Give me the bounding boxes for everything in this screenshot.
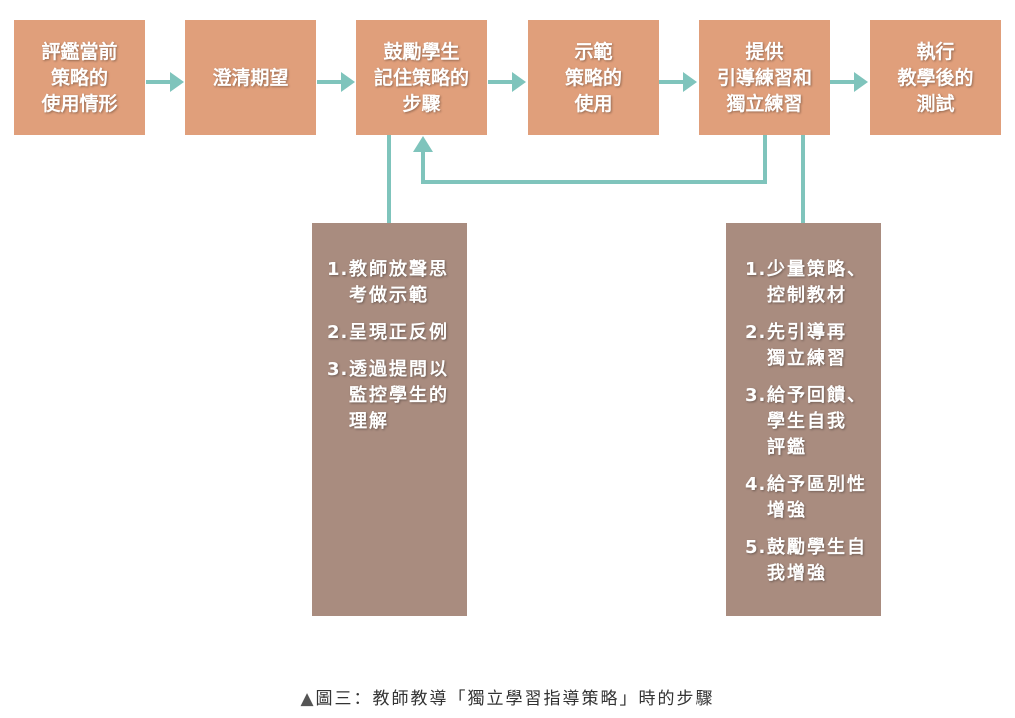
- step-box-5: 提供 引導練習和 獨立練習: [699, 20, 830, 135]
- panel-right-item: 1. 少量策略、 控制教材: [745, 257, 873, 309]
- feedback-loop-line: [421, 135, 767, 184]
- step-box-4: 示範 策略的 使用: [528, 20, 659, 135]
- detail-panel-modeling: 1. 教師放聲思 考做示範 2. 呈現正反例 3. 透過提問以 監控學生的 理解: [312, 223, 467, 616]
- panel-right-item: 3. 給予回饋、 學生自我 評鑑: [745, 383, 873, 461]
- item-number: 1.: [745, 259, 767, 280]
- item-number: 1.: [327, 259, 349, 280]
- item-text: 少量策略、 控制教材: [767, 259, 867, 306]
- item-number: 3.: [745, 385, 767, 406]
- feedback-arrowhead: [413, 136, 433, 152]
- item-number: 3.: [327, 359, 349, 380]
- item-text: 給予區別性 增強: [767, 474, 867, 521]
- item-number: 2.: [745, 322, 767, 343]
- panel-right-item: 4. 給予區別性 增強: [745, 472, 873, 524]
- arrowhead-1: [170, 72, 184, 92]
- panel-right-item: 2. 先引導再 獨立練習: [745, 320, 873, 372]
- caption-text: 圖三：教師教導「獨立學習指導策略」時的步驟: [315, 689, 715, 709]
- item-number: 4.: [745, 474, 767, 495]
- arrowhead-4: [683, 72, 697, 92]
- item-text: 給予回饋、 學生自我 評鑑: [767, 385, 867, 458]
- item-text: 鼓勵學生自 我增強: [767, 537, 867, 584]
- step-box-3: 鼓勵學生 記住策略的 步驟: [356, 20, 487, 135]
- item-text: 先引導再 獨立練習: [767, 322, 847, 369]
- detail-panel-practice: 1. 少量策略、 控制教材 2. 先引導再 獨立練習 3. 給予回饋、 學生自我…: [726, 223, 881, 616]
- figure-caption: ▲圖三：教師教導「獨立學習指導策略」時的步驟: [0, 684, 1015, 709]
- triangle-marker-icon: ▲: [300, 689, 316, 709]
- step-box-2: 澄清期望: [185, 20, 316, 135]
- step-box-6: 執行 教學後的 測試: [870, 20, 1001, 135]
- item-text: 透過提問以 監控學生的 理解: [349, 359, 449, 432]
- panel-left-item: 1. 教師放聲思 考做示範: [327, 257, 457, 309]
- panel-right-item: 5. 鼓勵學生自 我增強: [745, 535, 873, 587]
- arrowhead-3: [512, 72, 526, 92]
- item-text: 呈現正反例: [349, 322, 449, 343]
- item-number: 5.: [745, 537, 767, 558]
- arrowhead-5: [854, 72, 868, 92]
- item-number: 2.: [327, 322, 349, 343]
- step-box-1: 評鑑當前 策略的 使用情形: [14, 20, 145, 135]
- panel-left-item: 2. 呈現正反例: [327, 320, 457, 346]
- arrowhead-2: [341, 72, 355, 92]
- panel-left-item: 3. 透過提問以 監控學生的 理解: [327, 357, 457, 435]
- item-text: 教師放聲思 考做示範: [349, 259, 449, 306]
